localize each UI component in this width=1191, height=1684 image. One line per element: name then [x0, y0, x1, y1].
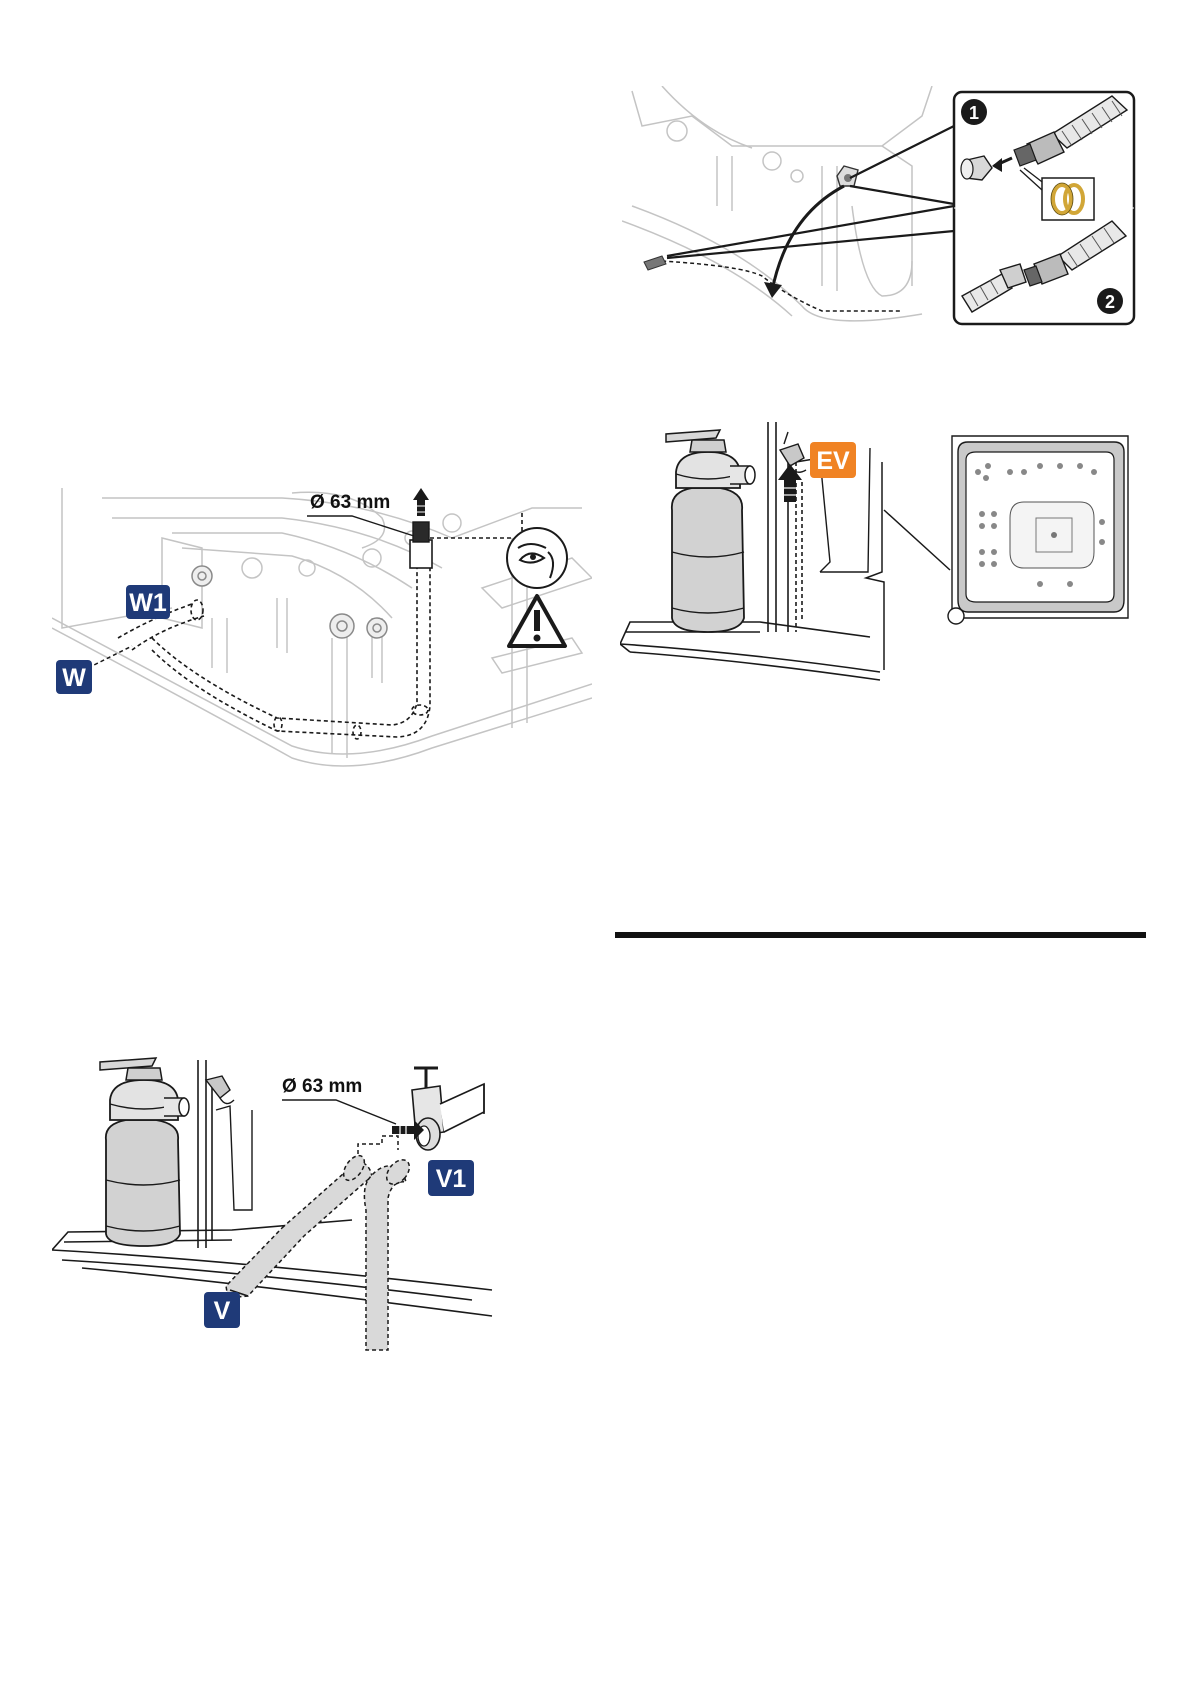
- spa-shell-drawing: [52, 488, 592, 766]
- spa-top-view: [948, 436, 1128, 624]
- svg-text:V: V: [214, 1297, 231, 1325]
- drain-hose-v: [226, 1152, 372, 1298]
- valve-fittings: [192, 566, 387, 638]
- drain-hose-v1: [364, 1155, 413, 1350]
- sand-filter-tank: [666, 430, 755, 632]
- svg-text:EV: EV: [816, 447, 850, 475]
- drain-outlet-pipe: [410, 488, 432, 568]
- hose-route: [662, 261, 902, 311]
- callout-1: 1: [961, 99, 987, 125]
- label-v-badge: V: [204, 1292, 240, 1328]
- svg-text:1: 1: [969, 103, 979, 123]
- svg-text:W1: W1: [129, 589, 167, 617]
- label-w1-badge: W1: [126, 585, 170, 619]
- figure-drain-valve-connection: Ø 63 mm V1 V: [52, 1050, 532, 1360]
- pipe-diameter-label: Ø 63 mm: [282, 1076, 362, 1097]
- filter-tray: [620, 622, 880, 680]
- gate-valve: [412, 1068, 484, 1150]
- connection-bracket: [358, 1136, 398, 1154]
- section-divider: [615, 932, 1146, 938]
- curved-arrow: [772, 186, 844, 291]
- pipe-diameter-label: Ø 63 mm: [310, 492, 390, 513]
- label-v1-badge: V1: [428, 1160, 474, 1196]
- callout-2: 2: [1097, 288, 1123, 314]
- figure-drain-w-connection: Ø 63 mm W1 W: [52, 478, 592, 778]
- drain-pipe-route: [118, 513, 522, 739]
- label-w-badge: W: [56, 660, 92, 694]
- ev-valve: [780, 432, 806, 472]
- sand-filter-tank: [100, 1058, 189, 1246]
- svg-text:2: 2: [1105, 292, 1115, 312]
- eye-icon: [507, 528, 567, 588]
- figure-hose-connection-detail: 1: [622, 86, 1142, 332]
- figure-filter-ev-valve: EV: [620, 422, 1140, 692]
- wall-lines: [866, 462, 950, 670]
- vertical-pipe: [198, 1060, 252, 1248]
- label-ev-badge: EV: [810, 442, 856, 478]
- svg-text:V1: V1: [436, 1165, 467, 1193]
- up-arrow: [778, 464, 802, 502]
- svg-text:W: W: [62, 664, 86, 692]
